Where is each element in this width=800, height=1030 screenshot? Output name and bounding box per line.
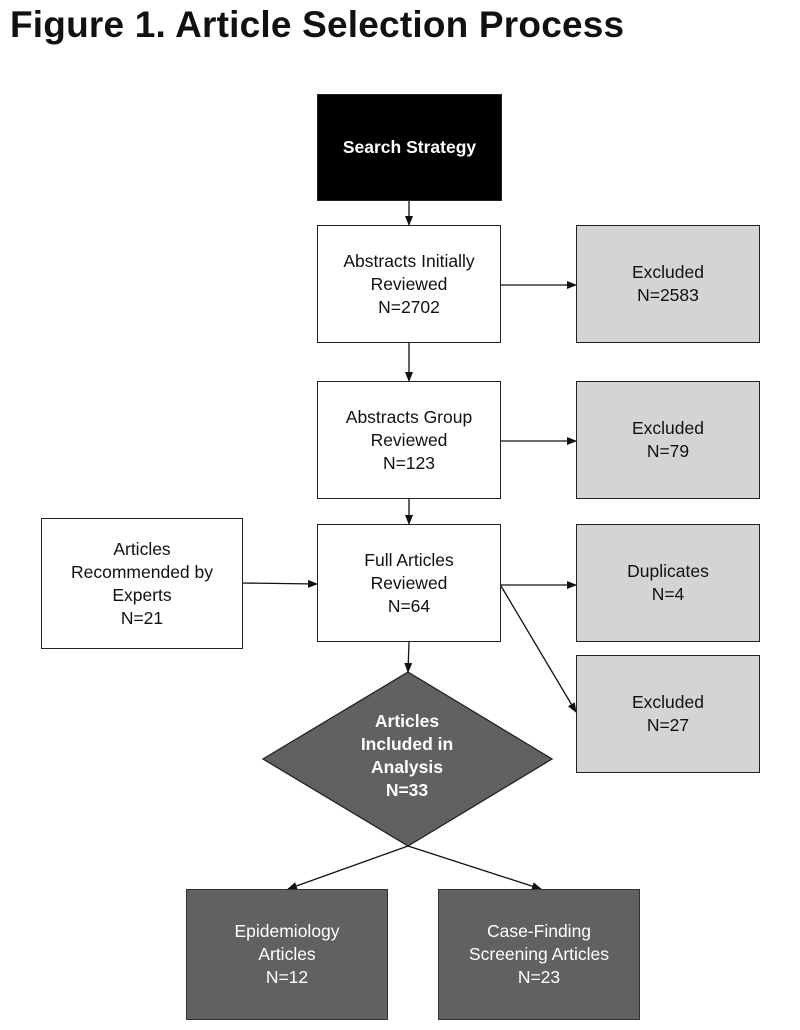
excluded-79-label: Excluded [632, 418, 704, 438]
arrow-included-to-case-finding [407, 845, 542, 891]
full-articles-line-1: Full Articles [364, 549, 454, 570]
abstracts-initially-reviewed-box: Abstracts Initially Reviewed N=2702 [317, 225, 501, 343]
abstracts-group-count: N=123 [382, 452, 436, 473]
abstracts-group-line-1: Abstracts Group [345, 406, 473, 427]
case-finding-line-2: Screening Articles [468, 944, 610, 964]
search-strategy-label: Search Strategy [342, 137, 477, 157]
included-line-2: Included in [360, 734, 454, 754]
duplicates-label: Duplicates [627, 561, 709, 581]
abstracts-initially-line-2: Reviewed [370, 273, 448, 294]
excluded-27-count: N=27 [646, 715, 690, 735]
arrow-full-to-excluded-27 [500, 585, 577, 713]
included-line-1: Articles [374, 711, 440, 731]
duplicates-count: N=4 [651, 584, 685, 604]
search-strategy-box: Search Strategy [317, 94, 502, 201]
full-articles-reviewed-box: Full Articles Reviewed N=64 [317, 524, 501, 642]
experts-line-3: Experts [112, 584, 172, 605]
excluded-27-label: Excluded [632, 692, 704, 712]
arrow-included-to-epidemiology [287, 845, 409, 890]
experts-count: N=21 [120, 607, 164, 628]
included-line-3: Analysis [371, 757, 443, 777]
duplicates-box: Duplicates N=4 [576, 524, 760, 642]
full-articles-count: N=64 [387, 595, 431, 616]
excluded-79-box: Excluded N=79 [576, 381, 760, 499]
epidemiology-line-1: Epidemiology [234, 921, 340, 941]
full-articles-line-2: Reviewed [370, 572, 448, 593]
excluded-79-count: N=79 [646, 441, 690, 461]
figure-title: Figure 1. Article Selection Process [10, 4, 625, 45]
abstracts-initially-count: N=2702 [378, 296, 440, 317]
experts-recommended-box: Articles Recommended by Experts N=21 [41, 518, 243, 649]
experts-line-1: Articles [113, 538, 171, 559]
excluded-2583-label: Excluded [632, 262, 704, 282]
epidemiology-count: N=12 [265, 967, 309, 987]
abstracts-initially-line-1: Abstracts Initially [343, 250, 475, 271]
epidemiology-line-2: Articles [258, 944, 316, 964]
excluded-2583-box: Excluded N=2583 [576, 225, 760, 343]
arrow-full-to-included [404, 641, 413, 673]
experts-line-2: Recommended by [70, 561, 214, 582]
epidemiology-articles-box: Epidemiology Articles N=12 [186, 889, 388, 1020]
arrow-experts-to-full [241, 579, 318, 588]
case-finding-count: N=23 [517, 967, 561, 987]
abstracts-group-reviewed-box: Abstracts Group Reviewed N=123 [317, 381, 501, 499]
case-finding-screening-box: Case-Finding Screening Articles N=23 [438, 889, 640, 1020]
abstracts-group-line-2: Reviewed [370, 429, 448, 450]
excluded-27-box: Excluded N=27 [576, 655, 760, 773]
case-finding-line-1: Case-Finding [486, 921, 592, 941]
included-count: N=33 [385, 780, 429, 800]
excluded-2583-count: N=2583 [637, 285, 699, 305]
included-in-analysis-text: Articles Included in Analysis N=33 [305, 710, 509, 802]
